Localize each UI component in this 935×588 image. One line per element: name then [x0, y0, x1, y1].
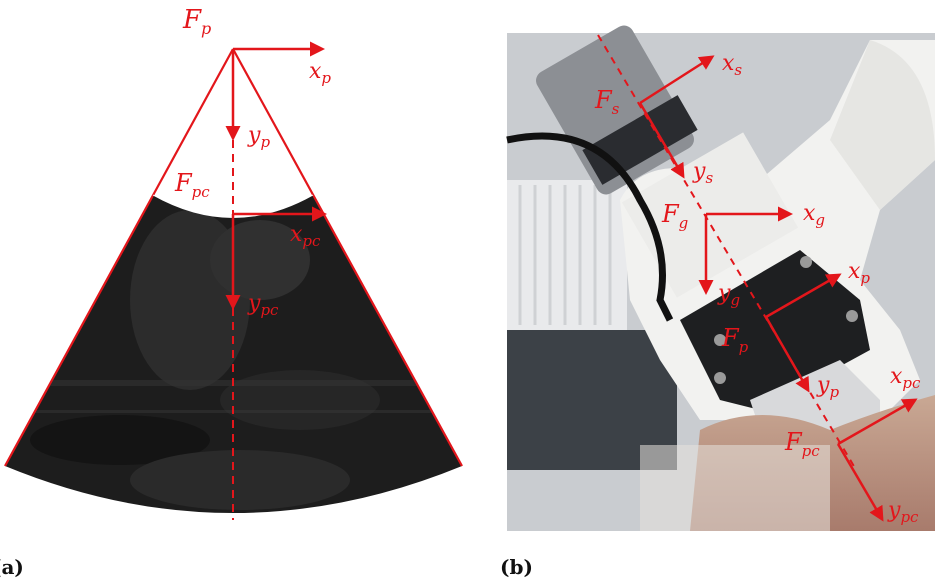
phantom-box	[640, 445, 830, 531]
probe-cable	[506, 132, 674, 322]
fan-edge-left	[4, 48, 234, 467]
fan-edge-right	[232, 48, 463, 467]
axis-ys-arrow	[638, 102, 685, 179]
label-yg: yg	[717, 281, 740, 309]
panel-b: xs Fs ys Fg xg yg xp Fp yp xpc Fpc	[506, 25, 935, 531]
label-frame-s: Fs	[594, 86, 620, 118]
label-ypc-b: ypc	[887, 498, 919, 526]
axis-xpc-b-arrow	[837, 398, 918, 446]
label-xg: xg	[803, 201, 825, 229]
label-yp-b: yp	[816, 373, 839, 401]
label-frame-g: Fg	[661, 200, 688, 232]
label-ypc: ypc	[247, 291, 279, 319]
robot-joint	[830, 40, 935, 210]
axis-yp-b-arrow	[764, 316, 810, 393]
axis-xp-b-arrow	[765, 273, 842, 319]
label-yp: yp	[247, 123, 270, 151]
tool-axis-dashed	[597, 34, 856, 469]
label-xs: xs	[722, 51, 742, 79]
label-xpc-b: xpc	[890, 364, 921, 392]
label-frame-pc: Fpc	[784, 428, 820, 460]
label-frame-p: Fp	[721, 324, 749, 356]
label-frame-probe: Fp	[182, 5, 211, 38]
label-xp: xp	[309, 59, 331, 87]
label-ys: ys	[692, 159, 713, 187]
radiator	[507, 180, 627, 330]
axis-xs-arrow	[639, 55, 715, 105]
label-frame-contact: Fpc	[174, 169, 210, 201]
panel-label-b: (b)	[500, 555, 533, 579]
axis-ypc-b-arrow	[836, 443, 884, 522]
panel-label-a: (a)	[0, 555, 24, 579]
label-xpc: xpc	[290, 222, 321, 250]
panel-a: Fp xp yp Fpc xpc ypc	[4, 5, 463, 520]
label-xp-b: xp	[848, 259, 870, 287]
